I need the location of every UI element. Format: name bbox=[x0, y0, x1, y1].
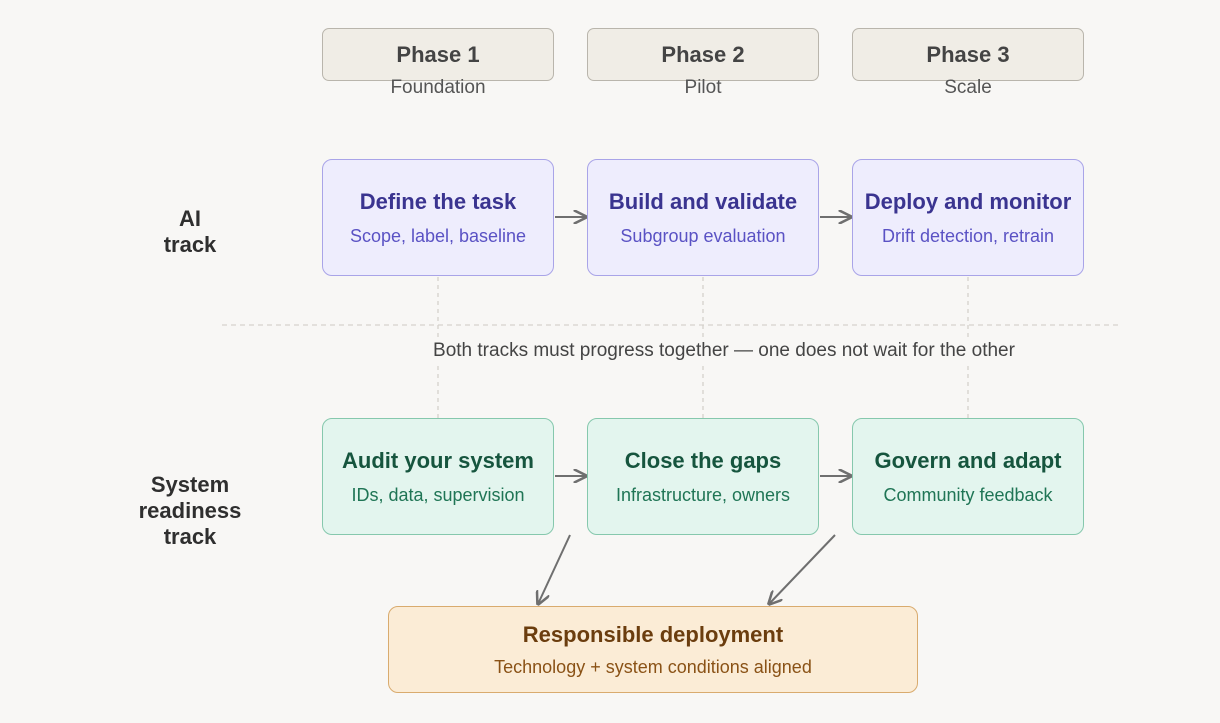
ai-step-deploy-monitor: Deploy and monitor Drift detection, retr… bbox=[852, 159, 1084, 276]
phase-3-subtitle: Scale bbox=[944, 77, 992, 98]
step-title: Audit your system bbox=[342, 447, 534, 473]
system-step-govern-adapt: Govern and adapt Community feedback bbox=[852, 418, 1084, 535]
arrow-to-outcome-right bbox=[769, 534, 836, 604]
phase-2-header: Phase 2 bbox=[587, 28, 819, 81]
ai-track-label: AI track bbox=[163, 206, 217, 257]
phase-1-subtitle: Foundation bbox=[390, 77, 486, 98]
system-step-audit: Audit your system IDs, data, supervision bbox=[322, 418, 554, 535]
outcome-subtitle: Technology + system conditions aligned bbox=[494, 656, 812, 677]
step-title: Govern and adapt bbox=[874, 447, 1062, 473]
step-subtitle: Community feedback bbox=[883, 484, 1053, 505]
step-subtitle: IDs, data, supervision bbox=[351, 484, 525, 505]
phase-1-header: Phase 1 bbox=[322, 28, 554, 81]
responsible-deployment-outcome: Responsible deployment Technology + syst… bbox=[388, 606, 918, 693]
ai-step-define-task: Define the task Scope, label, baseline bbox=[322, 159, 554, 276]
step-title: Deploy and monitor bbox=[864, 188, 1072, 214]
step-title: Build and validate bbox=[608, 188, 798, 214]
outcome-title: Responsible deployment bbox=[522, 621, 784, 647]
tracks-sync-note: Both tracks must progress together — one… bbox=[433, 340, 1015, 361]
step-title: Close the gaps bbox=[624, 447, 782, 473]
system-step-close-gaps: Close the gaps Infrastructure, owners bbox=[587, 418, 819, 535]
step-subtitle: Drift detection, retrain bbox=[881, 225, 1055, 246]
step-title: Define the task bbox=[359, 188, 517, 214]
step-subtitle: Infrastructure, owners bbox=[615, 484, 791, 505]
phase-2-subtitle: Pilot bbox=[684, 77, 722, 98]
step-subtitle: Scope, label, baseline bbox=[349, 225, 527, 246]
phase-3-header: Phase 3 bbox=[852, 28, 1084, 81]
step-subtitle: Subgroup evaluation bbox=[620, 225, 786, 246]
system-readiness-track-label: System readiness track bbox=[138, 472, 242, 549]
arrow-to-outcome-left bbox=[538, 534, 571, 604]
ai-step-build-validate: Build and validate Subgroup evaluation bbox=[587, 159, 819, 276]
